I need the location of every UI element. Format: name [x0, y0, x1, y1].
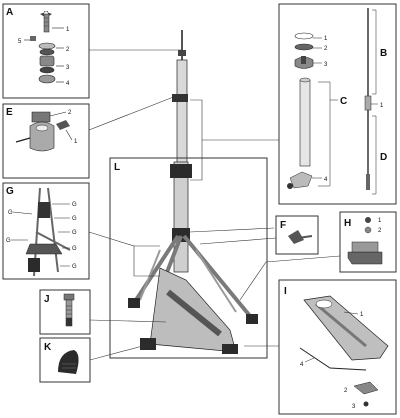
wing-bolt-f [288, 230, 304, 244]
base-frame [25, 243, 63, 255]
panel-k: K [39, 337, 91, 383]
washer-2 [39, 48, 55, 56]
callout-g-4: G [72, 230, 77, 236]
callout-i-4: 4 [300, 362, 304, 368]
leg-bracket [38, 202, 50, 218]
felt-c-2 [294, 43, 314, 51]
callout-c-2: 2 [324, 46, 328, 52]
panel-k-letter: K [44, 342, 52, 353]
wing-bolt-e1 [56, 120, 70, 130]
callout-a-1: 1 [66, 27, 70, 33]
label-b: B [380, 48, 387, 59]
leg-foot-left [128, 298, 140, 308]
strap-i-4 [299, 347, 367, 371]
rubber-foot-k [58, 350, 79, 374]
panel-f: F [275, 215, 319, 255]
panel-i-letter: I [284, 286, 287, 297]
memory-lock-top [31, 111, 51, 123]
hinge-h [347, 251, 383, 265]
rod-coupler [364, 95, 372, 111]
callout-g-1: G [8, 210, 13, 216]
felt-washer-top [38, 42, 56, 50]
callout-a-3: 3 [66, 65, 70, 71]
callout-e-2: 2 [68, 110, 72, 116]
callout-c-3: 3 [324, 62, 328, 68]
screw-i-3 [363, 401, 369, 407]
panel-f-letter: F [280, 220, 286, 231]
callout-g-2: G [72, 202, 77, 208]
panel-h: H 1 2 [339, 211, 397, 273]
memory-lock [172, 94, 188, 102]
small-nut-part [30, 36, 36, 41]
panel-a: A 1 5 2 3 4 [2, 3, 90, 99]
callout-c-4: 4 [324, 177, 328, 183]
pedal-foot-left [140, 338, 156, 350]
pull-rod-tube [299, 79, 311, 167]
panel-h-letter: H [344, 218, 351, 229]
callout-h-2: 2 [378, 228, 382, 234]
panel-a-letter: A [6, 7, 13, 18]
clutch-nut-3 [39, 55, 55, 67]
label-d: D [380, 152, 387, 163]
callout-c-1: 1 [324, 36, 328, 42]
panel-g: G G G G G G G G [2, 182, 90, 280]
panel-e-letter: E [6, 107, 13, 118]
felt-bottom [39, 66, 55, 74]
panel-l-letter: L [114, 162, 120, 173]
foot-left [28, 258, 40, 272]
upper-tube [176, 59, 188, 169]
panel-c-letter: C [340, 96, 347, 107]
panel-e: E 2 1 [2, 103, 90, 179]
callout-a-4: 4 [66, 81, 70, 87]
rod-bottom-thread [366, 174, 370, 190]
panel-c: C 1 2 3 4 1 B [278, 3, 397, 205]
callout-g-7: G [72, 264, 77, 270]
callout-i-3: 3 [352, 404, 356, 410]
hihat-stand: L [109, 30, 268, 359]
callout-g-5: G [72, 246, 77, 252]
callout-i-2: 2 [344, 388, 348, 394]
lower-tube [173, 161, 189, 273]
panel-g-letter: G [6, 186, 14, 197]
leader-lines [88, 49, 341, 361]
callout-g-6: G [6, 238, 11, 244]
leg-foot-right [246, 314, 258, 324]
callout-h-1: 1 [378, 218, 382, 224]
pedal-foot-right [222, 344, 238, 354]
lock-nut-4 [38, 74, 56, 84]
wing-screw-part [40, 11, 52, 33]
callout-a-5: 5 [18, 39, 22, 45]
felt-c-1 [294, 32, 314, 40]
callout-g-3: G [72, 216, 77, 222]
height-clamp [170, 164, 192, 178]
callout-e-1: 1 [74, 139, 78, 145]
panel-l [109, 157, 268, 359]
panel-j-letter: J [44, 294, 50, 305]
panel-i: I 1 4 2 3 [278, 279, 397, 415]
callout-i-1: 1 [360, 312, 364, 318]
callout-bd-1: 1 [380, 103, 384, 109]
plate-i-2 [353, 381, 379, 395]
bolt-left [15, 137, 31, 143]
panel-j: J [39, 289, 91, 335]
bottom-clamp-c-4 [289, 171, 313, 189]
clamp-body [29, 121, 55, 152]
callout-a-2: 2 [66, 47, 70, 53]
